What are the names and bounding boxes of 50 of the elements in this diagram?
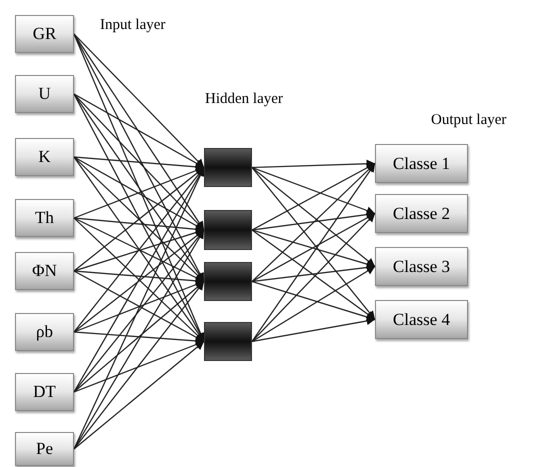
node-label: Classe 3 <box>392 256 450 278</box>
hidden-neuron-box <box>204 148 252 187</box>
node-label: ΦN <box>32 260 57 282</box>
arrow <box>252 263 376 282</box>
layer-title: Hidden layer <box>205 90 283 109</box>
node-label: Classe 2 <box>392 202 450 225</box>
arrow <box>252 316 376 342</box>
layer-node-box <box>15 313 74 351</box>
node-label: K <box>38 146 51 168</box>
arrow <box>252 160 376 168</box>
layer-node-box <box>375 194 468 233</box>
arrow <box>74 156 204 282</box>
arrow <box>74 94 204 230</box>
layer-title: Output layer <box>431 111 506 130</box>
arrow <box>252 167 376 267</box>
node-label: DT <box>33 381 56 404</box>
layer-node-box <box>15 75 74 113</box>
arrow <box>252 266 376 342</box>
node-label: Th <box>35 207 54 230</box>
layer-node-box <box>375 300 468 339</box>
arrow <box>252 213 376 342</box>
hidden-neuron-box <box>204 322 252 361</box>
node-label: Classe 1 <box>392 152 450 175</box>
layer-node-box <box>15 252 74 290</box>
layer-node-box <box>15 199 74 237</box>
layer-node-box <box>375 247 468 286</box>
layer-title: Input layer <box>100 16 166 35</box>
layer-node-box <box>15 373 74 411</box>
arrow <box>252 280 376 322</box>
node-label: Classe 4 <box>392 308 450 331</box>
hidden-neuron-box <box>204 262 252 301</box>
arrow <box>74 280 204 333</box>
arrow <box>252 229 376 268</box>
arrow <box>74 281 204 450</box>
layer-node-box <box>15 432 74 466</box>
arrow <box>73 230 205 450</box>
hidden-neuron-box <box>204 210 252 250</box>
node-label: Pe <box>36 438 53 460</box>
layer-node-box <box>15 138 74 176</box>
layer-node-box <box>15 15 74 53</box>
arrow <box>74 341 204 450</box>
arrow <box>74 34 204 168</box>
arrow <box>252 166 376 214</box>
arrow <box>74 34 204 230</box>
layer-node-box <box>375 144 468 183</box>
arrow <box>252 210 376 231</box>
node-label: U <box>38 83 51 106</box>
arrow <box>252 163 376 282</box>
node-label: GR <box>32 23 56 46</box>
node-label: ρb <box>36 321 53 344</box>
